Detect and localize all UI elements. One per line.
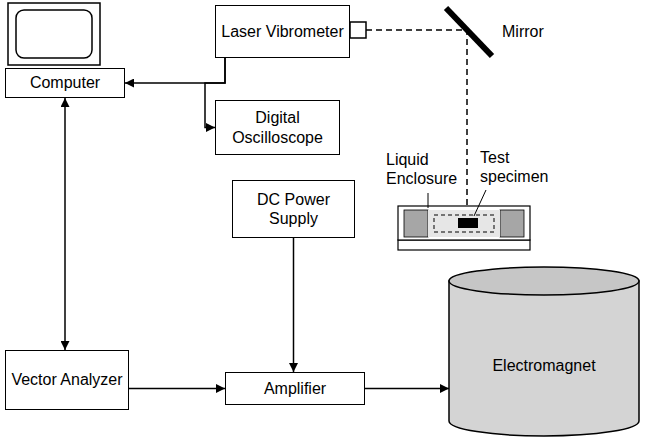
signal-connector [125,58,225,83]
test-specimen [458,218,478,228]
liquid [428,210,500,237]
node-label: DC Power Supply [233,190,354,228]
computer-box: Computer [5,68,125,98]
instrument-box: Laser Vibrometer [215,5,350,58]
laser-beam [366,30,467,218]
node-label: Amplifier [264,379,326,398]
enclosure-body [398,206,530,240]
node-label: Electromagnet [492,356,595,375]
enclosure-wall [404,210,428,237]
signal-connector [365,388,449,390]
amplifier-box: Amplifier [225,372,365,405]
electromagnet-cylinder: Electromagnet [448,266,640,436]
signal-connector [129,388,225,390]
power-supply-box: DC Power Supply [232,180,355,238]
specimen-label: Test specimen [480,148,560,186]
instrument-box: Vector Analyzer [5,350,129,410]
node-label: Digital Oscilloscope [216,108,339,146]
signal-connector [64,98,66,350]
monitor-frame [8,3,100,65]
instrument-box: Digital Oscilloscope [215,100,340,155]
leader-line [428,193,429,208]
leader-line [474,190,486,216]
liquid-boundary [434,215,494,232]
node-label: Vector Analyzer [11,370,122,389]
mirror [446,8,492,56]
enclosure-base [398,240,530,250]
signal-connector [293,238,295,372]
mirror-label: Mirror [502,22,582,41]
monitor-screen [16,10,92,58]
cylinder-outline [448,266,640,436]
laser-lens [350,22,366,38]
enclosure-label: Liquid Enclosure [386,150,464,188]
enclosure-wall [500,210,524,237]
node-label: Laser Vibrometer [221,22,343,41]
node-label: Computer [30,73,100,92]
